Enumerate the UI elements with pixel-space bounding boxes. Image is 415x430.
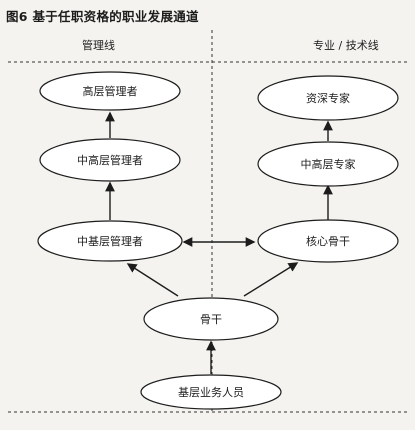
node-mid-senior-manager-shape [39, 138, 181, 182]
node-backbone-label: 骨干 [200, 313, 222, 326]
arrow-backbone-to-core [243, 262, 299, 297]
node-senior-expert-label: 资深专家 [306, 91, 350, 105]
node-mid-senior-expert: 中高层专家 [257, 141, 399, 187]
node-base-staff-shape [140, 374, 282, 410]
node-backbone: 骨干 [143, 297, 279, 341]
node-mid-senior-expert-label: 中高层专家 [301, 157, 356, 171]
node-mid-junior-manager: 中基层管理者 [37, 220, 183, 262]
node-senior-manager-label: 高层管理者 [83, 84, 138, 98]
arrow-backbone-to-mid-junior [126, 263, 179, 297]
node-mid-senior-manager-label: 中高层管理者 [77, 153, 143, 167]
node-core-backbone-label: 核心骨干 [306, 234, 350, 248]
node-core-backbone-shape [257, 219, 399, 263]
professional-track-label: 专业 / 技术线 [313, 39, 379, 52]
node-mid-junior-manager-label: 中基层管理者 [77, 234, 143, 248]
node-mid-senior-expert-shape [257, 141, 399, 187]
node-base-staff: 基层业务人员 [140, 374, 282, 410]
management-track-label: 管理线 [82, 39, 115, 52]
node-senior-expert-shape [257, 75, 399, 121]
node-mid-senior-manager: 中高层管理者 [39, 138, 181, 182]
node-senior-manager: 高层管理者 [39, 71, 181, 111]
node-senior-manager-shape [39, 71, 181, 111]
node-backbone-shape [143, 297, 279, 341]
figure-title: 图6 基于任职资格的职业发展通道 [6, 9, 199, 24]
node-core-backbone: 核心骨干 [257, 219, 399, 263]
node-mid-junior-manager-shape [37, 220, 183, 262]
node-base-staff-label: 基层业务人员 [178, 386, 244, 399]
node-senior-expert: 资深专家 [257, 75, 399, 121]
